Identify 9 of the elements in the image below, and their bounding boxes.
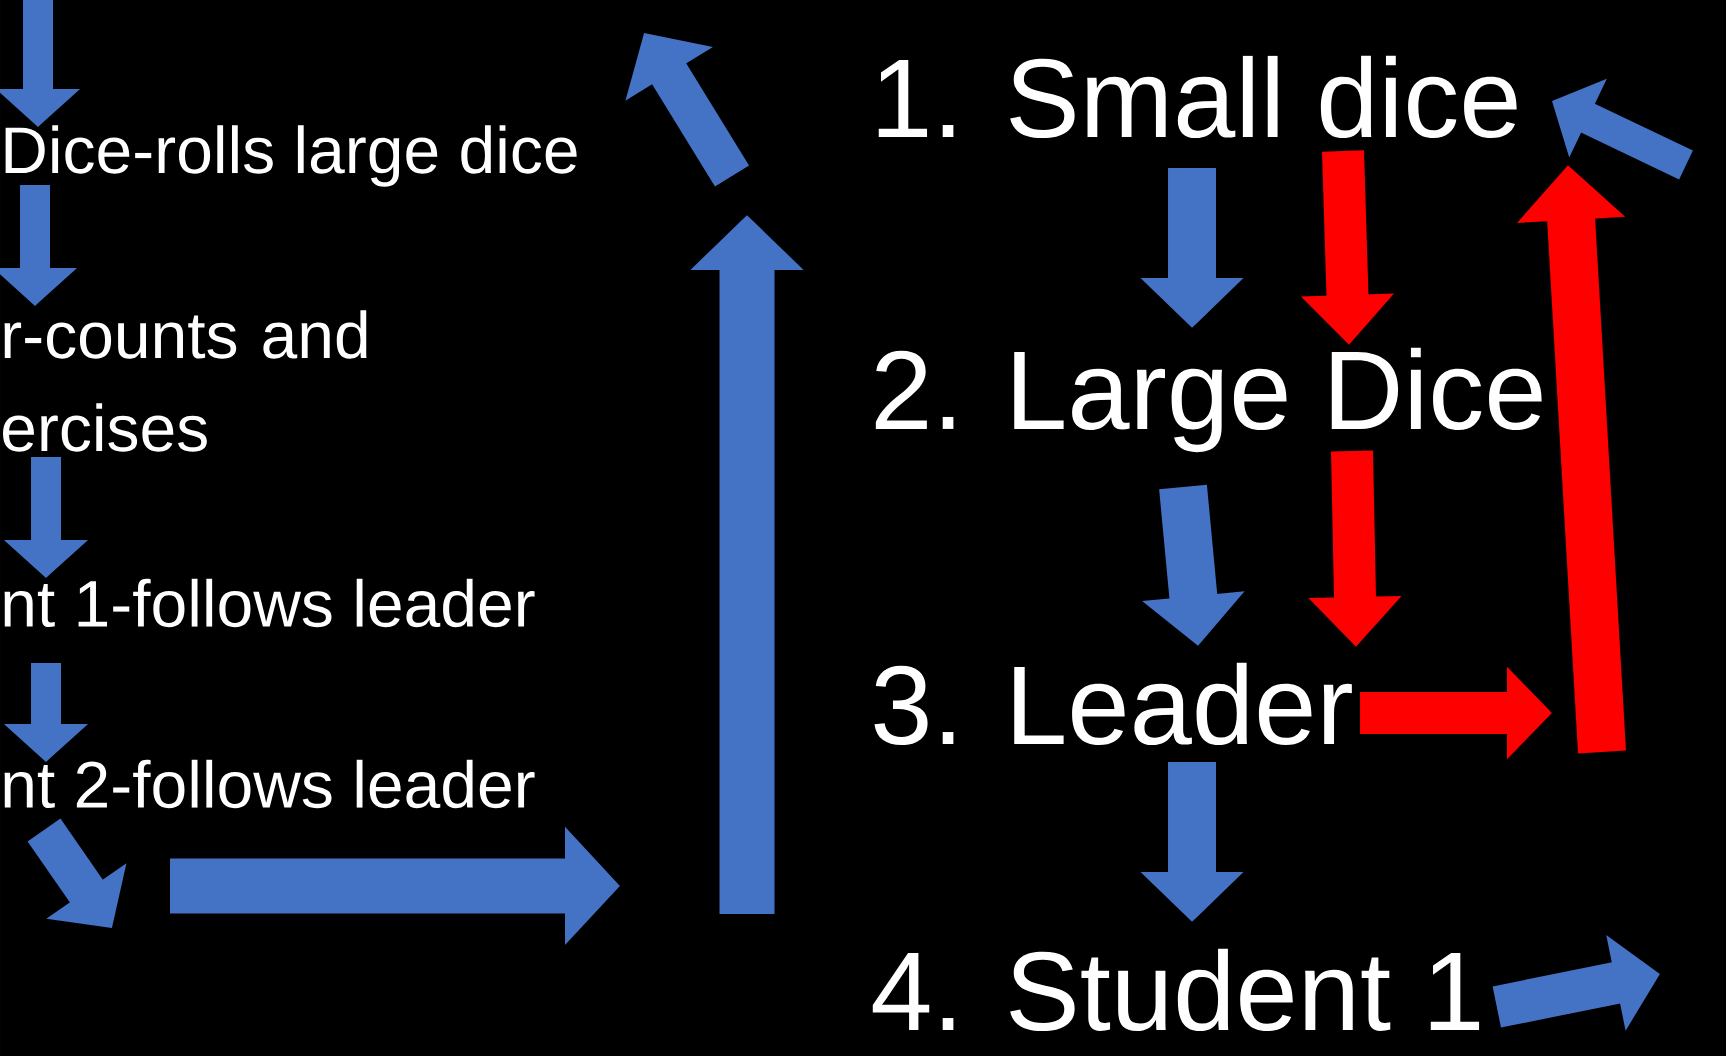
step-text: 3. Leader	[874, 662, 1352, 746]
step-text: Dice-rolls large dice	[5, 125, 577, 187]
step-text: 4. Student 1	[872, 948, 1480, 1032]
step-text: 2. Large Dice	[875, 347, 1542, 453]
step-text: nt 1-follows leader	[4, 578, 535, 628]
block-arrow	[27, 818, 127, 928]
step-text: nt 2-follows leader	[4, 759, 535, 809]
step-text: 1. Small dice	[878, 55, 1517, 139]
step-text: r-counts and ercises	[3, 310, 367, 452]
